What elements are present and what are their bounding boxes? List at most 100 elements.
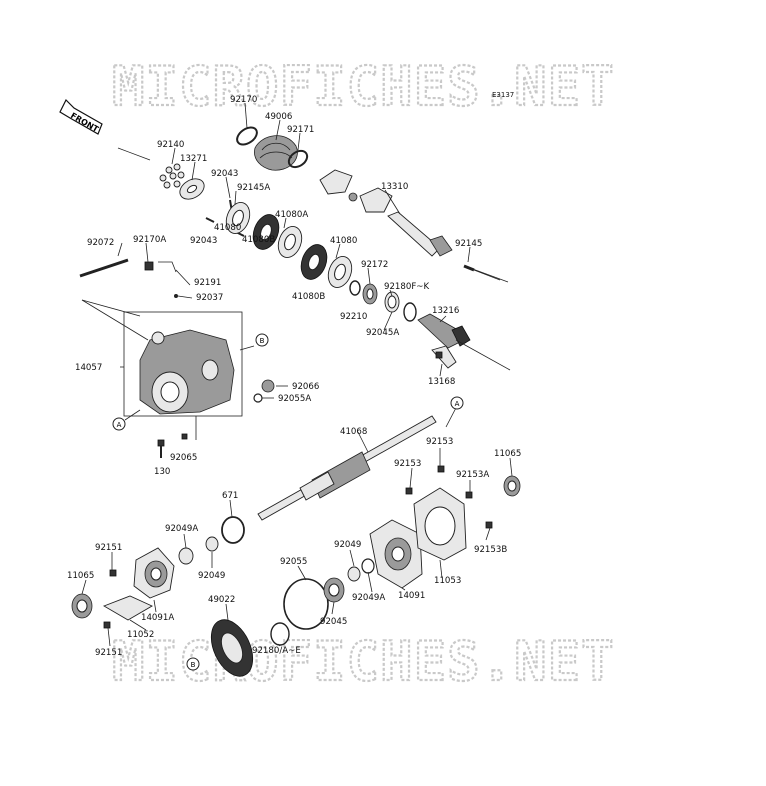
watermark-top: MICROFICHES.NET xyxy=(112,55,615,118)
part-label-92043[interactable]: 92043 xyxy=(211,169,238,179)
part-label-92151-upper[interactable]: 92151 xyxy=(95,543,122,553)
part-label-92170[interactable]: 92170 xyxy=(230,95,257,105)
clamp-part xyxy=(144,261,154,271)
gear-case-part xyxy=(139,329,235,415)
steel-balls-part xyxy=(159,163,185,189)
bracket-plate-part xyxy=(102,595,153,621)
part-label-11052[interactable]: 11052 xyxy=(127,630,154,640)
seal-part xyxy=(347,566,361,582)
front-arrow-icon: FRONT xyxy=(59,98,103,135)
axis-line xyxy=(469,267,509,283)
marker-a-shaft: A xyxy=(450,396,464,410)
part-label-13271[interactable]: 13271 xyxy=(180,154,207,164)
part-label-92151-lower[interactable]: 92151 xyxy=(95,648,122,658)
part-label-92171[interactable]: 92171 xyxy=(287,125,314,135)
friction-plate-part xyxy=(300,244,328,280)
case-bracket xyxy=(123,311,243,417)
axis-line xyxy=(117,147,151,161)
part-label-11053[interactable]: 11053 xyxy=(434,576,461,586)
part-label-92180ae[interactable]: 92180/A~E xyxy=(252,646,301,656)
part-label-92172[interactable]: 92172 xyxy=(361,260,388,270)
part-label-92065[interactable]: 92065 xyxy=(170,453,197,463)
part-label-13168[interactable]: 13168 xyxy=(428,377,455,387)
gasket-part xyxy=(253,393,263,403)
marker-b-bottom: B xyxy=(186,657,200,671)
part-label-41080[interactable]: 41080 xyxy=(330,236,357,246)
svg-text:B: B xyxy=(260,337,265,345)
pin-part xyxy=(205,217,215,223)
bolt-part xyxy=(405,487,413,495)
part-label-92037[interactable]: 92037 xyxy=(196,293,223,303)
oil-seal-part xyxy=(205,536,219,552)
part-label-92055a[interactable]: 92055A xyxy=(278,394,311,404)
bolt-part xyxy=(109,569,117,577)
boot-clamp-part xyxy=(236,126,258,146)
axis-line xyxy=(81,299,141,317)
drain-plug-part xyxy=(261,379,275,393)
breather-hose-part xyxy=(79,258,129,278)
part-label-92210[interactable]: 92210 xyxy=(340,312,367,322)
clutch-plate-part xyxy=(277,226,303,258)
clutch-plate-part xyxy=(225,202,251,234)
bolt-part xyxy=(157,439,165,458)
part-label-14091[interactable]: 14091 xyxy=(398,591,425,601)
part-label-41080a[interactable]: 41080A xyxy=(275,210,308,220)
shim-part xyxy=(270,622,290,646)
part-label-11065-right[interactable]: 11065 xyxy=(494,449,521,459)
part-label-92180fk[interactable]: 92180F~K xyxy=(384,282,429,292)
part-label-92140[interactable]: 92140 xyxy=(157,140,184,150)
part-label-92066[interactable]: 92066 xyxy=(292,382,319,392)
diagram-code: E3137 xyxy=(492,91,514,99)
part-label-92153-mid[interactable]: 92153 xyxy=(394,459,421,469)
part-label-92055[interactable]: 92055 xyxy=(280,557,307,567)
part-label-13310[interactable]: 13310 xyxy=(381,182,408,192)
output-shaft-part xyxy=(257,415,437,521)
marker-a-left: A xyxy=(112,417,126,431)
part-label-92049-left[interactable]: 92049 xyxy=(198,571,225,581)
part-label-41080b-left[interactable]: 41080B xyxy=(242,235,275,245)
part-label-92043-lower[interactable]: 92043 xyxy=(190,236,217,246)
part-label-92049a-right[interactable]: 92049A xyxy=(352,593,385,603)
ring-gear-part xyxy=(210,619,254,677)
axis-line xyxy=(81,299,149,341)
seal-part xyxy=(178,547,194,565)
part-label-49006[interactable]: 49006 xyxy=(265,112,292,122)
part-label-92072[interactable]: 92072 xyxy=(87,238,114,248)
part-label-92145[interactable]: 92145 xyxy=(455,239,482,249)
part-label-92049a[interactable]: 92049A xyxy=(165,524,198,534)
o-ring-part xyxy=(221,516,245,544)
part-label-92170a[interactable]: 92170A xyxy=(133,235,166,245)
part-label-14057[interactable]: 14057 xyxy=(75,363,102,373)
part-label-92045a[interactable]: 92045A xyxy=(366,328,399,338)
boot-clamp-small-part xyxy=(287,149,309,169)
part-label-14091a[interactable]: 14091A xyxy=(141,613,174,623)
part-label-92153b[interactable]: 92153B xyxy=(474,545,507,555)
part-label-49022[interactable]: 49022 xyxy=(208,595,235,605)
part-label-671[interactable]: 671 xyxy=(222,491,238,501)
marker-b-top: B xyxy=(255,333,269,347)
part-label-41068[interactable]: 41068 xyxy=(340,427,367,437)
cover-part xyxy=(413,487,467,561)
part-label-92153a[interactable]: 92153A xyxy=(456,470,489,480)
part-label-92049-right[interactable]: 92049 xyxy=(334,540,361,550)
part-label-41080b[interactable]: 41080B xyxy=(292,292,325,302)
yoke-shaft-part xyxy=(319,169,453,257)
svg-text:A: A xyxy=(455,400,460,408)
part-label-92153[interactable]: 92153 xyxy=(426,437,453,447)
bolt-part xyxy=(437,465,445,473)
bolt-part xyxy=(103,621,111,629)
part-label-92191[interactable]: 92191 xyxy=(194,278,221,288)
part-label-41080-left[interactable]: 41080 xyxy=(214,223,241,233)
part-label-11065-left[interactable]: 11065 xyxy=(67,571,94,581)
bearing-part xyxy=(323,577,345,603)
part-label-13216[interactable]: 13216 xyxy=(432,306,459,316)
part-label-92145a[interactable]: 92145A xyxy=(237,183,270,193)
part-label-92045[interactable]: 92045 xyxy=(320,617,347,627)
part-label-130[interactable]: 130 xyxy=(154,467,170,477)
spring-pin-part xyxy=(463,264,501,281)
cap-part xyxy=(71,593,93,619)
bolt-part xyxy=(485,521,493,529)
oil-seal-part xyxy=(361,558,375,574)
large-o-ring-part xyxy=(283,578,329,630)
